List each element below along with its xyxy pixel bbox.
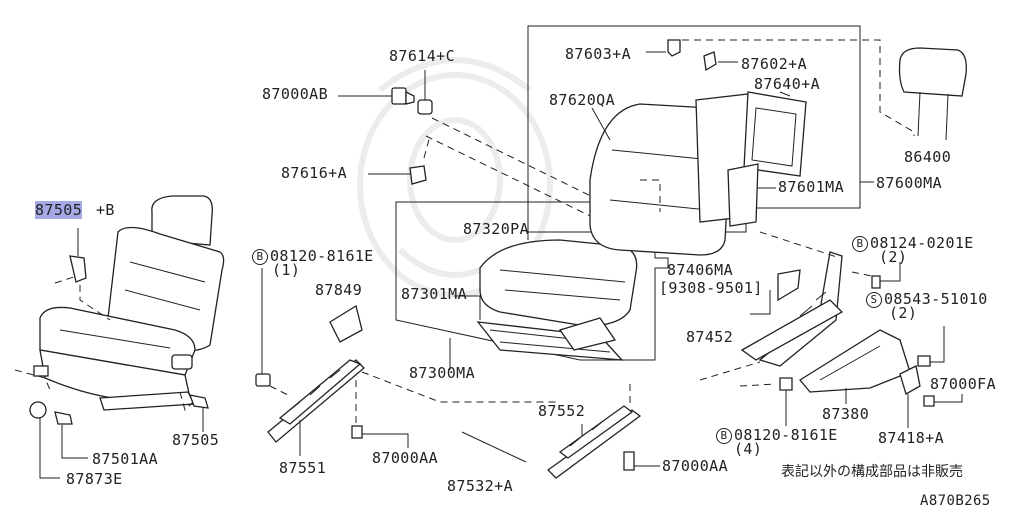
label-87452[interactable]: 87452 [686, 328, 734, 346]
bolt-code: 08124-0201E [870, 234, 974, 252]
label-87532A[interactable]: 87532+A [447, 477, 514, 495]
label-screw-qty: (2) [889, 304, 918, 322]
clip-87616A [409, 165, 427, 185]
label-87406MA-range: [9308-9501] [659, 279, 763, 297]
bracket-87849 [329, 304, 363, 343]
label-87000AA-left[interactable]: 87000AA [372, 449, 439, 467]
label-87603A[interactable]: 87603+A [565, 45, 632, 63]
label-87552[interactable]: 87552 [538, 402, 586, 420]
label-87600MA[interactable]: 87600MA [876, 174, 943, 192]
label-87320PA[interactable]: 87320PA [463, 220, 530, 238]
bolt-code: 08120-8161E [734, 426, 838, 444]
label-bolt-qty-4: (4) [734, 440, 763, 458]
label-87418A[interactable]: 87418+A [878, 429, 945, 447]
label-87614C[interactable]: 87614+C [389, 47, 456, 65]
note-not-sold-separately: 表記以外の構成部品は非販売 [781, 464, 963, 480]
cushion-pad-87320PA [479, 239, 638, 327]
label-bolt-qty-2: (2) [879, 248, 908, 266]
bolt-87000AB [391, 87, 415, 105]
clip-87602A [703, 51, 717, 72]
label-87620QA[interactable]: 87620QA [549, 91, 616, 109]
headrest-86400 [898, 47, 967, 97]
bolt-code: 08120-8161E [270, 247, 374, 265]
label-87640A[interactable]: 87640+A [754, 75, 821, 93]
recliner-plate-87601MA [727, 163, 759, 227]
side-cover-87380 [799, 329, 911, 393]
label-87551[interactable]: 87551 [279, 459, 327, 477]
label-87300MA[interactable]: 87300MA [409, 364, 476, 382]
label-87380[interactable]: 87380 [822, 405, 870, 423]
screw-code: 08543-51010 [884, 290, 988, 308]
bolt-symbol: B [852, 236, 868, 252]
label-87000FA[interactable]: 87000FA [930, 375, 997, 393]
clip-87614C [417, 99, 433, 115]
label-bolt-qty-1: (1) [272, 261, 301, 279]
label-87000AA-mid[interactable]: 87000AA [662, 457, 729, 475]
bolt-symbol: B [252, 249, 268, 265]
label-87301MA[interactable]: 87301MA [401, 285, 468, 303]
label-87505-bottom[interactable]: 87505 [172, 431, 220, 449]
label-87616A[interactable]: 87616+A [281, 164, 348, 182]
label-87601MA[interactable]: 87601MA [778, 178, 845, 196]
label-87406MA[interactable]: 87406MA [667, 261, 734, 279]
clip-87603A [667, 39, 681, 57]
screw-symbol: S [866, 292, 882, 308]
label-87501AA[interactable]: 87501AA [92, 450, 159, 468]
complete-seat-illustration [33, 195, 225, 411]
label-87849[interactable]: 87849 [315, 281, 363, 299]
cushion-frame-87301MA [476, 321, 624, 361]
label-87505-suffix: +B [96, 201, 115, 219]
diagram-id: A870B265 [920, 493, 991, 509]
knob-87418A [899, 365, 921, 395]
bolt-symbol: B [716, 428, 732, 444]
label-86400[interactable]: 86400 [904, 148, 952, 166]
cover-87406MA [777, 269, 801, 302]
label-87505[interactable]: 87505 [35, 201, 83, 219]
label-87602A[interactable]: 87602+A [741, 55, 808, 73]
label-87000AB[interactable]: 87000AB [262, 85, 329, 103]
label-87873E[interactable]: 87873E [66, 470, 123, 488]
